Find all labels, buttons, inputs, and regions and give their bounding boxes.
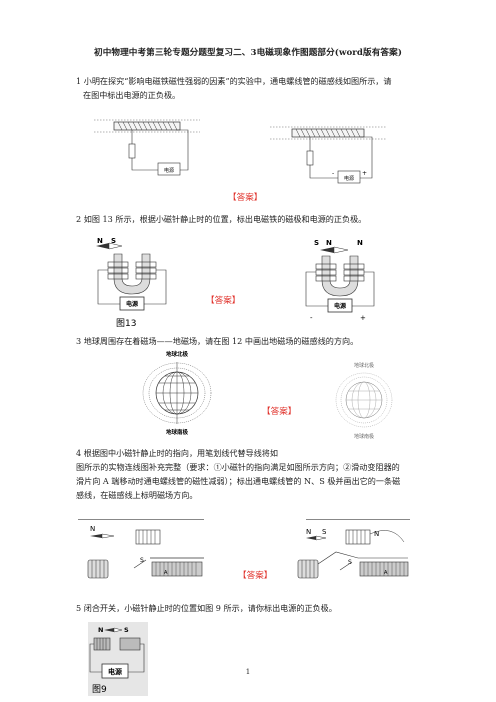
q4-answer-pole-n: N: [374, 530, 379, 538]
q1-figure-solenoid: 电源: [94, 119, 200, 176]
q3-figure-earth: 地球北极 地球南极: [142, 350, 212, 436]
question-4-line-4: 感线，在磁感线上标明磁场方向。: [76, 490, 198, 500]
question-2-line-1: 2 如图 13 所示，根据小磁针静止时的位置，标出电磁铁的磁极和电源的正负极。: [76, 214, 367, 224]
q4-switch-s: S: [140, 557, 144, 564]
q2-figure-label: 图13: [116, 318, 136, 329]
q4-answer-needle-n: N: [306, 528, 311, 536]
q3-south-label: 地球南极: [166, 428, 189, 436]
q5-figure: N S 电源 图9: [88, 622, 148, 696]
question-3: 3 地球周围存在着磁场——地磁场，请在图 12 中画出地磁场的磁感线的方向。: [76, 334, 436, 348]
q2-answer-n: N: [357, 239, 363, 247]
q5-figure-label: 图9: [92, 684, 107, 695]
q2-power-label-left: 电源: [126, 300, 138, 308]
q2-needle-s: S: [111, 237, 116, 245]
q3-figure-answer: 地球北极 地球南极: [335, 362, 393, 440]
q2-power-label-right: 电源: [334, 302, 346, 310]
question-3-line-1: 3 地球周围存在着磁场——地磁场，请在图 12 中画出地磁场的磁感线的方向。: [76, 336, 359, 346]
q4-answer-rheostat-a: A: [384, 570, 388, 576]
question-1-line-2: 在图中标出电源的正负极。: [83, 90, 181, 100]
q4-figure-answer: N S N S A: [297, 528, 409, 579]
q5-needle-s: S: [124, 626, 129, 634]
question-4-line-2: 图所示的实物连线图补充完整（要求：①小磁针的指向满足如图所示方向；②滑动变阻器的: [76, 462, 400, 472]
question-4-line-3: 滑片向 A 端移动时通电螺线管的磁性减弱）；标出通电螺线管的 N、S 极并画出它…: [76, 476, 401, 486]
q4-answer-switch-s: S: [348, 559, 352, 566]
question-4: 4 根据图中小磁针静止时的指向，用笔划线代替导线将如 图所示的实物连线图补充完整…: [76, 446, 436, 502]
q1-power-label-right: 电源: [344, 175, 354, 182]
q4-top-rule-left: [78, 519, 204, 520]
q1-power-label-left: 电源: [164, 167, 174, 174]
q2-needle-n: N: [97, 237, 103, 245]
answer-label-2: 【答案】: [206, 296, 241, 306]
question-1-line-1: 1 小明在探究“影响电磁铁磁性强弱的因素”的实验中，通电螺线管的磁感线如图所示，…: [76, 76, 392, 86]
q4-rheostat-a: A: [164, 570, 168, 576]
q2-minus-sign: -: [310, 314, 313, 322]
q4-needle-n: N: [90, 525, 95, 533]
q2-answer-s: S: [314, 239, 319, 247]
q3-answer-south-label: 地球南极: [354, 433, 374, 440]
q4-figure-circuit: N S A: [87, 525, 204, 579]
answer-label-1: 【答案】: [228, 193, 263, 203]
question-5: 5 闭合开关，小磁针静止时的位置如图 9 所示，请你标出电源的正负极。: [76, 601, 436, 615]
q1-plus-sign: +: [362, 170, 367, 177]
page-number: 1: [245, 668, 251, 676]
question-1: 1 小明在探究“影响电磁铁磁性强弱的因素”的实验中，通电螺线管的磁感线如图所示，…: [76, 74, 436, 102]
q1-figure-answer: 电源 - +: [270, 126, 386, 184]
q2-answer-needle-n: N: [326, 239, 332, 247]
q2-figure-answer: S N N 电源 - +: [305, 239, 375, 322]
q3-north-label: 地球北极: [166, 350, 189, 358]
q3-answer-north-label: 地球北极: [354, 362, 374, 369]
q4-top-rule-right: [306, 519, 410, 520]
question-4-line-1: 4 根据图中小磁针静止时的指向，用笔划线代替导线将如: [76, 448, 278, 458]
question-2: 2 如图 13 所示，根据小磁针静止时的位置，标出电磁铁的磁极和电源的正负极。: [76, 212, 436, 226]
q2-plus-sign: +: [360, 314, 366, 322]
q4-answer-needle-s: S: [322, 528, 327, 536]
q2-figure-electromagnet: N S 电源 图13: [96, 237, 167, 329]
question-5-line-1: 5 闭合开关，小磁针静止时的位置如图 9 所示，请你标出电源的正负极。: [76, 603, 337, 613]
q1-minus-sign: -: [332, 170, 334, 177]
page-title: 初中物理中考第三轮专题分题型复习二、3电磁现象作图题部分(word版有答案): [94, 48, 402, 58]
answer-label-3: 【答案】: [262, 407, 297, 417]
answer-label-4: 【答案】: [238, 571, 273, 581]
q5-needle-n: N: [98, 626, 103, 634]
q5-power-label: 电源: [108, 667, 122, 676]
